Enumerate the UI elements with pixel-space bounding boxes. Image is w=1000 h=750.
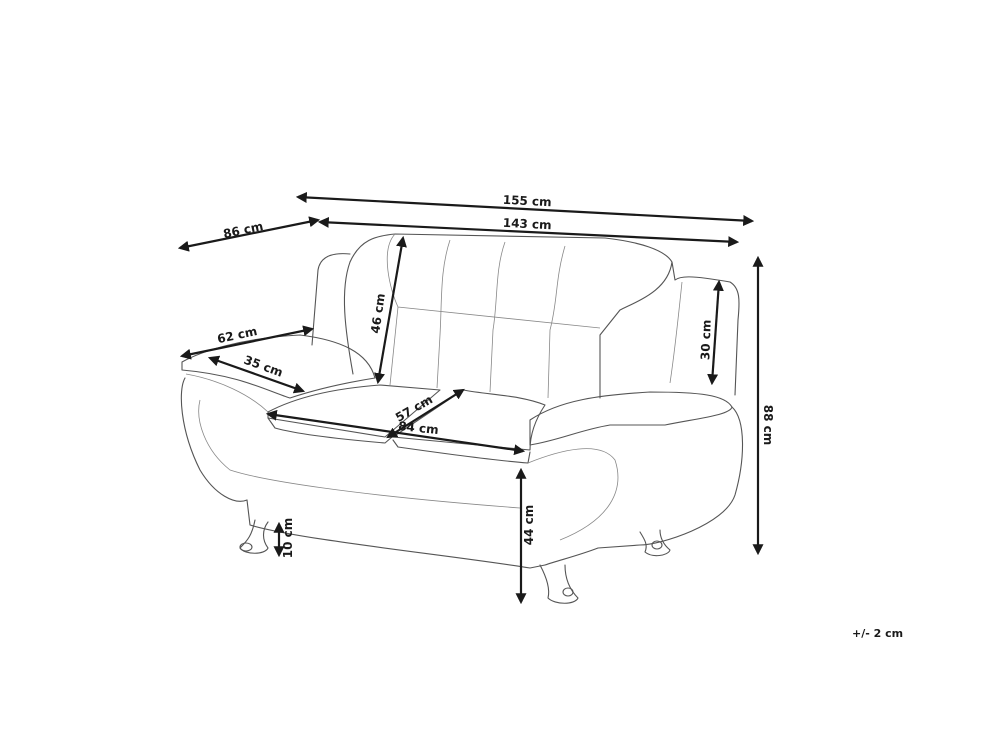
label-inner-width: 143 cm [502, 216, 552, 233]
arrow-armrest-height [707, 279, 724, 386]
label-seat-width: 84 cm [398, 419, 440, 437]
arrow-seat-width [265, 409, 526, 456]
label-total-height: 88 cm [761, 405, 775, 446]
label-depth: 86 cm [222, 219, 265, 241]
label-backrest-height: 46 cm [368, 292, 388, 334]
label-armrest-width: 35 cm [242, 353, 285, 380]
arrow-backrest-height [374, 235, 407, 385]
arrow-depth [177, 216, 321, 252]
arrow-armrest-width [207, 355, 306, 394]
arrow-inner-width [317, 216, 740, 248]
label-armrest-height: 30 cm [698, 319, 713, 360]
tolerance-note: +/- 2 cm [852, 627, 904, 640]
dimension-arrows [177, 191, 764, 605]
sofa-outline [180, 233, 744, 604]
label-seat-height: 44 cm [522, 505, 536, 546]
label-overall-width: 155 cm [502, 193, 552, 210]
arrow-armrest-length [179, 325, 315, 360]
label-leg-height: 10 cm [281, 518, 295, 559]
dimension-labels: 155 cm 143 cm 86 cm 62 cm 35 cm 46 cm 30… [216, 193, 775, 559]
